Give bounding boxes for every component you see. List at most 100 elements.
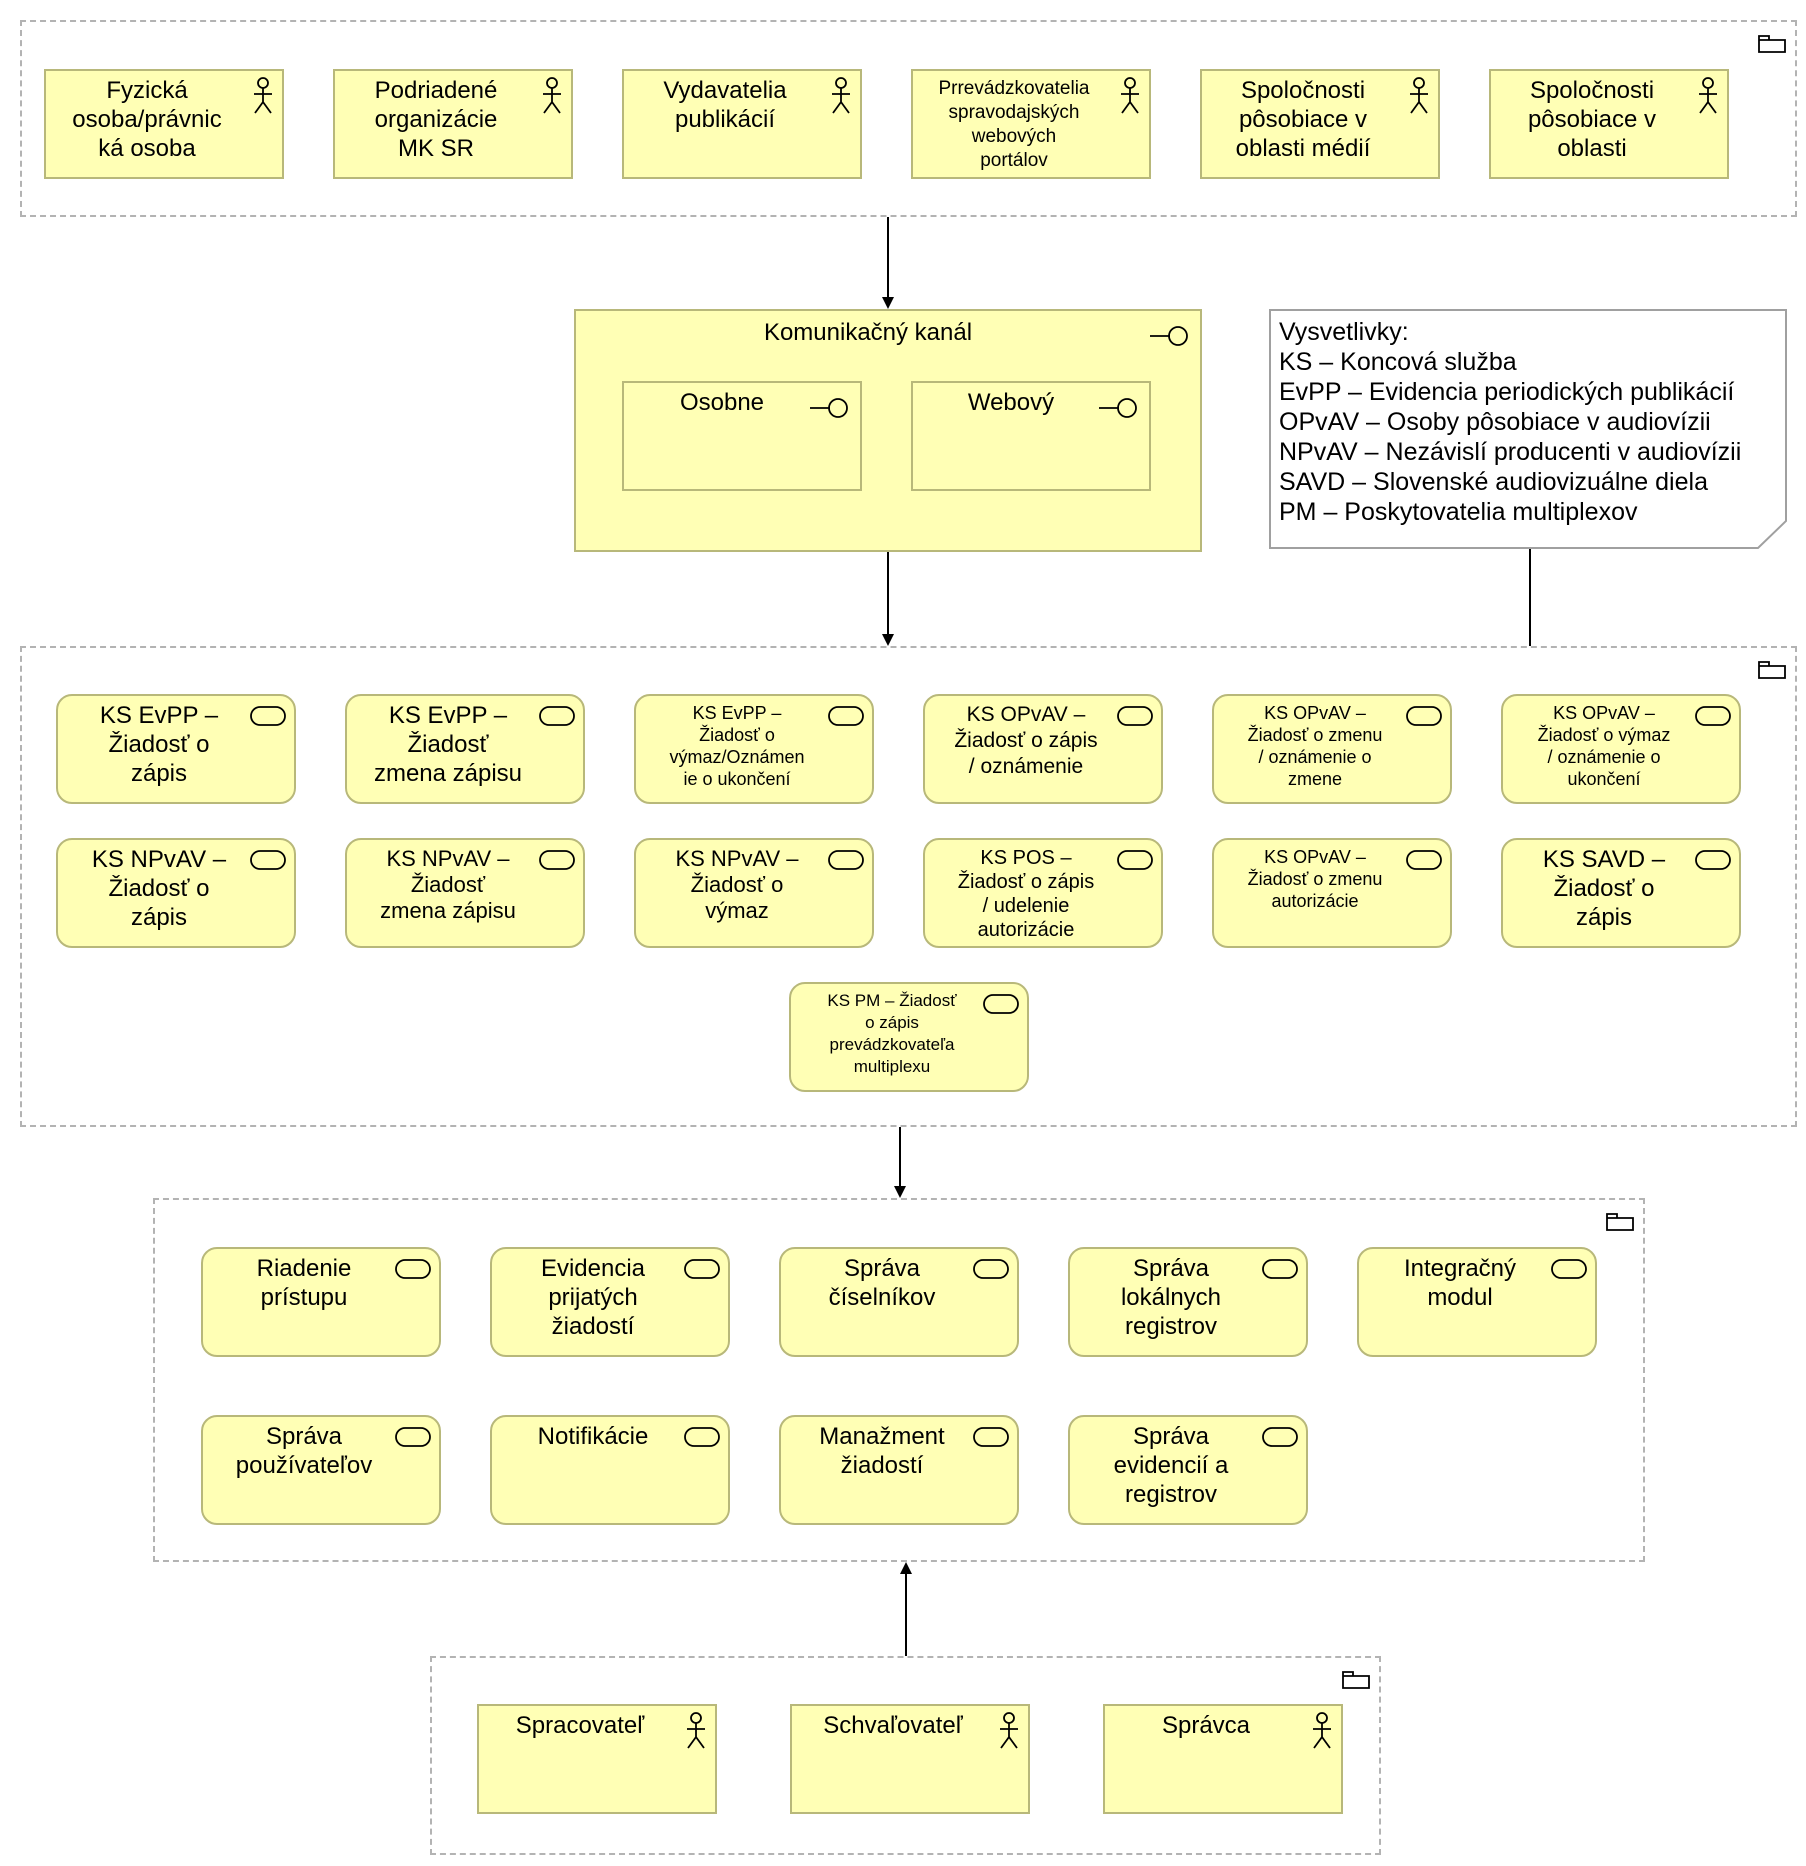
legend-line: Vysvetlivky: (1279, 318, 1409, 346)
service-pos-zapis[interactable]: KS POS – Žiadosť o zápis / udelenie auto… (923, 838, 1163, 948)
service-label: KS EvPP – Žiadosť o výmaz/Oznámen ie o u… (669, 703, 805, 789)
service-opvav-autorizacia[interactable]: KS OPvAV – Žiadosť o zmenu autorizácie (1212, 838, 1452, 948)
actor-icon (687, 1712, 705, 1749)
service-evpp-zmena[interactable]: KS EvPP – Žiadosť zmena zápisu (345, 694, 585, 804)
service-icon (250, 850, 286, 870)
channel-osobne[interactable]: Osobne (622, 381, 862, 491)
legend-text: Vysvetlivky: KS – Koncová služba EvPP – … (1279, 317, 1779, 527)
app-sprava-evidencii[interactable]: Správa evidencií a registrov (1068, 1415, 1308, 1525)
service-label: KS POS – Žiadosť o zápis / udelenie auto… (957, 847, 1095, 941)
legend-line: EvPP – Evidencia periodických publikácií (1279, 378, 1735, 406)
service-label: KS EvPP – Žiadosť o zápis (99, 702, 219, 787)
actor-label: Podriadené organizácie MK SR (374, 77, 498, 162)
actor-fyzicka-osoba[interactable]: Fyzická osoba/právnic ká osoba (44, 69, 284, 179)
app-service-label: Notifikácie (537, 1423, 649, 1450)
service-evpp-zapis[interactable]: KS EvPP – Žiadosť o zápis (56, 694, 296, 804)
actor-icon (543, 77, 561, 114)
actor-icon (254, 77, 272, 114)
channel-webovy[interactable]: Webový (911, 381, 1151, 491)
app-service-label: Manažment žiadostí (819, 1423, 945, 1479)
service-label: KS OPvAV – Žiadosť o zmenu / oznámenie o… (1247, 703, 1383, 789)
service-label: KS OPvAV – Žiadosť o výmaz / oznámenie o… (1537, 703, 1671, 789)
actor-label: Vydavatelia publikácií (663, 77, 787, 133)
service-label: KS OPvAV – Žiadosť o zmenu autorizácie (1247, 847, 1383, 911)
actor-label: Fyzická osoba/právnic ká osoba (72, 77, 222, 162)
service-icon (539, 850, 575, 870)
app-riadenie-pristupu[interactable]: Riadenie prístupu (201, 1247, 441, 1357)
service-icon (395, 1259, 431, 1279)
service-icon (1695, 850, 1731, 870)
channel-item-label: Webový (967, 389, 1055, 416)
interface-icon (1150, 326, 1188, 346)
actor-icon (1313, 1712, 1331, 1749)
service-icon (828, 706, 864, 726)
service-icon (1262, 1427, 1298, 1447)
service-savd-zapis[interactable]: KS SAVD – Žiadosť o zápis (1501, 838, 1741, 948)
actor-label: Spoločnosti pôsobiace v oblasti (1527, 77, 1657, 162)
legend-line: NPvAV – Nezávislí producenti v audiovízi… (1279, 438, 1742, 466)
app-service-label: Správa používateľov (235, 1423, 373, 1479)
service-label: KS NPvAV – Žiadosť o výmaz (675, 846, 799, 923)
service-npvav-vymaz[interactable]: KS NPvAV – Žiadosť o výmaz (634, 838, 874, 948)
package-icon (1758, 35, 1786, 53)
service-label: KS SAVD – Žiadosť o zápis (1542, 846, 1666, 931)
service-icon (973, 1427, 1009, 1447)
service-label: KS PM – Žiadosť o zápis prevádzkovateľa … (827, 991, 957, 1076)
service-icon (1262, 1259, 1298, 1279)
app-notifikacie[interactable]: Notifikácie (490, 1415, 730, 1525)
interface-icon (1099, 398, 1137, 418)
service-icon (1406, 850, 1442, 870)
service-icon (539, 706, 575, 726)
legend-line: KS – Koncová služba (1279, 348, 1517, 376)
actor-podriadene-organizacie[interactable]: Podriadené organizácie MK SR (333, 69, 573, 179)
actor-spolocnosti-oblasti[interactable]: Spoločnosti pôsobiace v oblasti (1489, 69, 1729, 179)
service-npvav-zmena[interactable]: KS NPvAV – Žiadosť zmena zápisu (345, 838, 585, 948)
app-integracny-modul[interactable]: Integračný modul (1357, 1247, 1597, 1357)
app-sprava-pouzivatelov[interactable]: Správa používateľov (201, 1415, 441, 1525)
app-evidencia-ziadosti[interactable]: Evidencia prijatých žiadostí (490, 1247, 730, 1357)
service-opvav-vymaz[interactable]: KS OPvAV – Žiadosť o výmaz / oznámenie o… (1501, 694, 1741, 804)
service-npvav-zapis[interactable]: KS NPvAV – Žiadosť o zápis (56, 838, 296, 948)
actor-spolocnosti-media[interactable]: Spoločnosti pôsobiace v oblasti médií (1200, 69, 1440, 179)
actor-schvalovatel[interactable]: Schvaľovateľ (790, 1704, 1030, 1814)
actor-icon (832, 77, 850, 114)
app-service-label: Evidencia prijatých žiadostí (540, 1255, 646, 1340)
service-icon (1406, 706, 1442, 726)
service-label: KS OPvAV – Žiadosť o zápis / oznámenie (954, 703, 1098, 778)
app-sprava-lokalnych-registrov[interactable]: Správa lokálnych registrov (1068, 1247, 1308, 1357)
actor-icon (1121, 77, 1139, 114)
app-service-label: Integračný modul (1403, 1255, 1517, 1311)
service-icon (828, 850, 864, 870)
actor-spracovatel[interactable]: Spracovateľ (477, 1704, 717, 1814)
legend-line: OPvAV – Osoby pôsobiace v audiovízii (1279, 408, 1711, 436)
legend-note: Vysvetlivky: KS – Koncová služba EvPP – … (1269, 309, 1787, 549)
service-evpp-vymaz[interactable]: KS EvPP – Žiadosť o výmaz/Oznámen ie o u… (634, 694, 874, 804)
app-sprava-ciselnikov[interactable]: Správa číselníkov (779, 1247, 1019, 1357)
service-pm-zapis[interactable]: KS PM – Žiadosť o zápis prevádzkovateľa … (789, 982, 1029, 1092)
package-icon (1758, 661, 1786, 679)
app-service-label: Správa lokálnych registrov (1120, 1255, 1222, 1340)
channel-title: Komunikačný kanál (763, 319, 973, 346)
channel-item-label: Osobne (679, 389, 765, 416)
actor-icon (1000, 1712, 1018, 1749)
actor-spravca[interactable]: Správca (1103, 1704, 1343, 1814)
service-icon (684, 1427, 720, 1447)
service-icon (1117, 706, 1153, 726)
package-icon (1606, 1213, 1634, 1231)
service-opvav-zapis[interactable]: KS OPvAV – Žiadosť o zápis / oznámenie (923, 694, 1163, 804)
service-icon (250, 706, 286, 726)
package-icon (1342, 1671, 1370, 1689)
note-shape (1269, 309, 1787, 549)
actor-label: Správca (1161, 1712, 1251, 1739)
actor-vydavatelia-publikacii[interactable]: Vydavatelia publikácií (622, 69, 862, 179)
service-label: KS NPvAV – Žiadosť o zápis (91, 846, 227, 931)
actor-icon (1699, 77, 1717, 114)
service-icon (983, 994, 1019, 1014)
actor-prevadzkovatelia-portalov[interactable]: Prrevádzkovatelia spravodajských webovýc… (911, 69, 1151, 179)
service-icon (684, 1259, 720, 1279)
legend-line: PM – Poskytovatelia multiplexov (1279, 498, 1638, 526)
service-opvav-zmena[interactable]: KS OPvAV – Žiadosť o zmenu / oznámenie o… (1212, 694, 1452, 804)
actor-label: Schvaľovateľ (823, 1712, 963, 1739)
app-service-label: Správa evidencií a registrov (1113, 1423, 1229, 1508)
app-manazment-ziadosti[interactable]: Manažment žiadostí (779, 1415, 1019, 1525)
